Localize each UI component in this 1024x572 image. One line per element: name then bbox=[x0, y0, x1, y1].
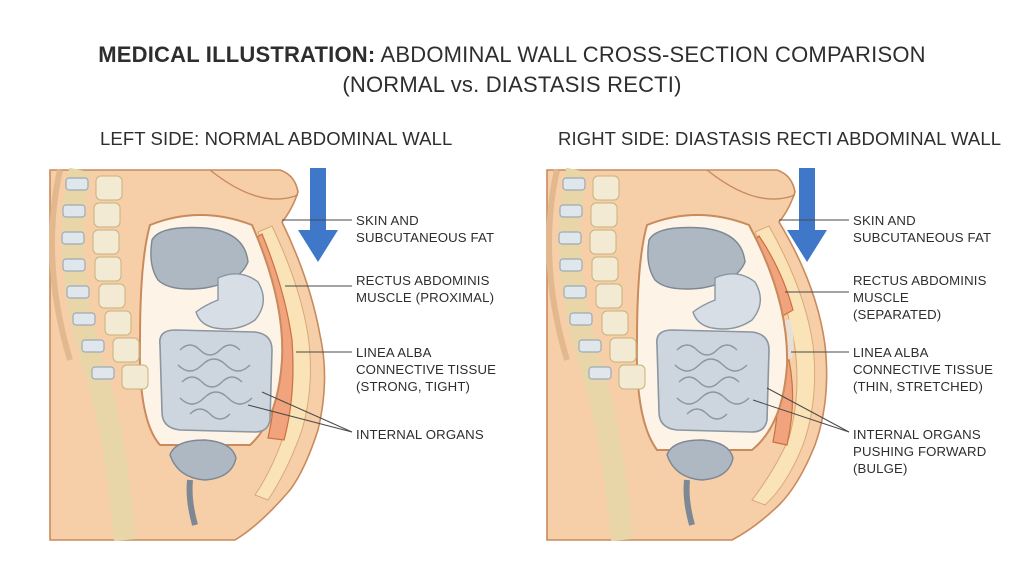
right-label-rectus-line2: MUSCLE bbox=[853, 290, 909, 305]
left-panel-heading: LEFT SIDE: NORMAL ABDOMINAL WALL bbox=[100, 128, 453, 149]
main-title: MEDICAL ILLUSTRATION: ABDOMINAL WALL CRO… bbox=[0, 40, 1024, 100]
right-label-organs-line2: PUSHING FORWARD bbox=[853, 444, 987, 459]
right-label-linea-line2: CONNECTIVE TISSUE bbox=[853, 362, 994, 377]
right-linea-alba-gap bbox=[784, 319, 794, 359]
main-title-bold: MEDICAL ILLUSTRATION: bbox=[98, 42, 376, 67]
right-label-rectus: RECTUS ABDOMINIS MUSCLE (SEPARATED) bbox=[853, 272, 987, 323]
left-label-rectus: RECTUS ABDOMINIS MUSCLE (PROXIMAL) bbox=[356, 272, 494, 306]
right-force-arrow-icon bbox=[799, 168, 815, 232]
left-label-linea: LINEA ALBA CONNECTIVE TISSUE (STRONG, TI… bbox=[356, 344, 496, 395]
right-cross-section bbox=[547, 168, 850, 540]
left-label-rectus-line1: RECTUS ABDOMINIS bbox=[356, 273, 490, 288]
right-label-skin: SKIN AND SUBCUTANEOUS FAT bbox=[853, 212, 991, 246]
main-title-rest: ABDOMINAL WALL CROSS-SECTION COMPARISON bbox=[375, 42, 926, 67]
left-chest-curve bbox=[209, 169, 299, 200]
left-label-linea-line3: (STRONG, TIGHT) bbox=[356, 379, 471, 394]
right-label-linea-line3: (THIN, STRETCHED) bbox=[853, 379, 984, 394]
right-label-rectus-line3: (SEPARATED) bbox=[853, 307, 942, 322]
right-force-arrow-head-icon bbox=[787, 230, 827, 262]
left-force-arrow-head-icon bbox=[298, 230, 338, 262]
left-label-skin-line2: SUBCUTANEOUS FAT bbox=[356, 230, 495, 245]
left-force-arrow-icon bbox=[310, 168, 326, 232]
right-leader-lines bbox=[752, 219, 850, 433]
main-title-line2: (NORMAL vs. DIASTASIS RECTI) bbox=[342, 72, 682, 97]
left-label-linea-line1: LINEA ALBA bbox=[356, 345, 432, 360]
left-label-organs-line1: INTERNAL ORGANS bbox=[356, 427, 484, 442]
right-panel-heading: RIGHT SIDE: DIASTASIS RECTI ABDOMINAL WA… bbox=[558, 128, 1002, 149]
main-title-line1: MEDICAL ILLUSTRATION: ABDOMINAL WALL CRO… bbox=[0, 40, 1024, 70]
left-label-skin: SKIN AND SUBCUTANEOUS FAT bbox=[356, 212, 494, 246]
left-leader-lines bbox=[247, 219, 353, 433]
right-label-organs-line1: INTERNAL ORGANS bbox=[853, 427, 981, 442]
left-cross-section bbox=[50, 168, 353, 540]
right-label-linea: LINEA ALBA CONNECTIVE TISSUE (THIN, STRE… bbox=[853, 344, 993, 395]
right-label-organs-line3: (BULGE) bbox=[853, 461, 908, 476]
right-label-rectus-line1: RECTUS ABDOMINIS bbox=[853, 273, 987, 288]
right-chest-curve bbox=[706, 169, 796, 200]
right-label-skin-line2: SUBCUTANEOUS FAT bbox=[853, 230, 992, 245]
left-label-skin-line1: SKIN AND bbox=[356, 213, 419, 228]
right-label-skin-line1: SKIN AND bbox=[853, 213, 916, 228]
left-label-linea-line2: CONNECTIVE TISSUE bbox=[356, 362, 497, 377]
right-label-linea-line1: LINEA ALBA bbox=[853, 345, 929, 360]
right-label-organs: INTERNAL ORGANS PUSHING FORWARD (BULGE) bbox=[853, 426, 986, 477]
left-label-rectus-line2: MUSCLE (PROXIMAL) bbox=[356, 290, 495, 305]
left-label-organs: INTERNAL ORGANS bbox=[356, 426, 484, 443]
